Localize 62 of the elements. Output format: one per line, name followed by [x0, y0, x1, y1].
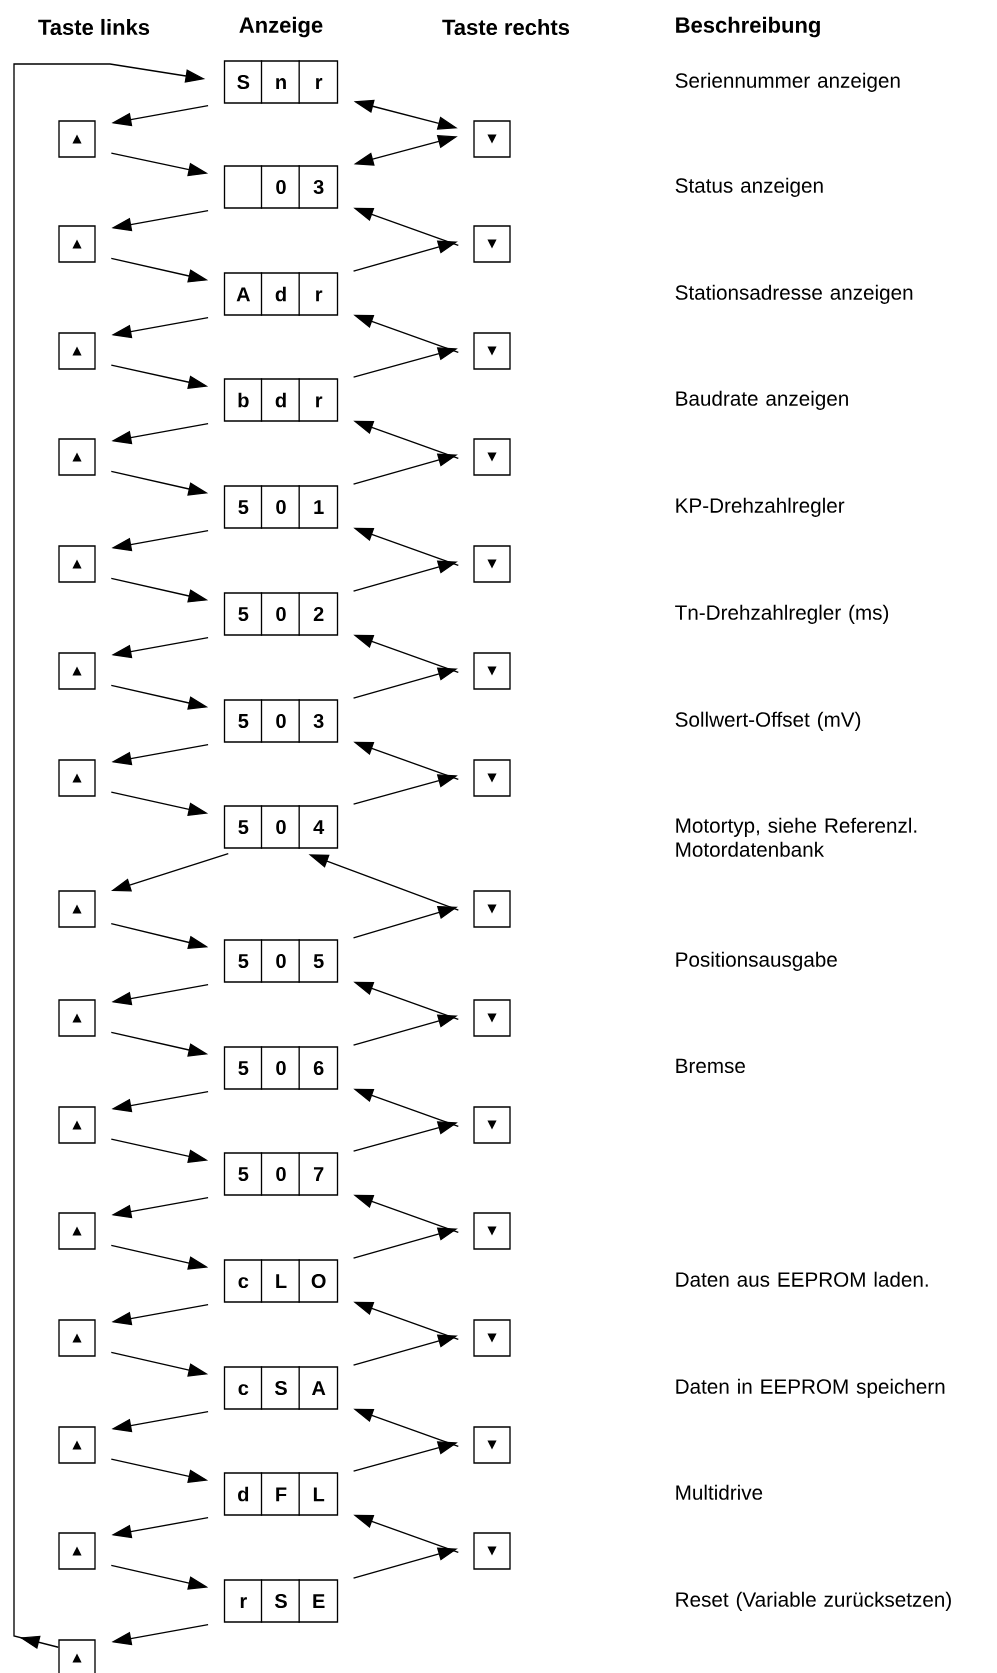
- key-button: ▼: [473, 999, 511, 1037]
- key-button: ▼: [473, 759, 511, 797]
- key-button: ▼: [473, 120, 511, 158]
- key-button: ▲: [58, 759, 96, 797]
- key-button: ▲: [58, 890, 96, 928]
- key-button: ▲: [58, 1106, 96, 1144]
- key-button: ▼: [473, 438, 511, 476]
- key-button: ▼: [473, 1426, 511, 1464]
- key-button: ▲: [58, 1212, 96, 1250]
- description: Motortyp, siehe Referenzl. Motordatenbank: [676, 817, 917, 857]
- key-button: ▲: [58, 1639, 96, 1673]
- display-box: S n r: [223, 59, 339, 105]
- display-box: c S A: [223, 1365, 339, 1411]
- display-box: 5 0 7: [223, 1151, 339, 1197]
- key-button: ▼: [473, 225, 511, 263]
- description: Daten in EEPROM speichern: [676, 1378, 945, 1398]
- description: KP-Drehzahlregler: [676, 497, 845, 517]
- display-box: 5 0 3: [223, 698, 339, 744]
- key-button: ▲: [58, 1426, 96, 1464]
- description: Seriennummer anzeigen: [675, 72, 900, 92]
- description: Tn-Drehzahlregler (ms): [675, 604, 889, 624]
- column-header: Anzeige: [239, 16, 323, 38]
- display-box: 0 3: [223, 164, 339, 210]
- display-box: 5 0 5: [223, 938, 339, 984]
- key-button: ▲: [58, 225, 96, 263]
- key-button: ▼: [473, 1319, 511, 1357]
- column-header: Beschreibung: [676, 16, 820, 38]
- key-button: ▲: [58, 1532, 96, 1570]
- column-header: Taste links: [38, 18, 150, 36]
- display-box: b d r: [223, 377, 339, 423]
- description: Multidrive: [676, 1484, 763, 1500]
- description: Reset (Variable zurücksetzen): [676, 1591, 951, 1611]
- description: Bremse: [676, 1058, 745, 1074]
- key-button: ▲: [58, 120, 96, 158]
- display-box: 5 0 6: [223, 1045, 339, 1091]
- key-button: ▼: [473, 890, 511, 928]
- key-button: ▲: [58, 545, 96, 583]
- key-button: ▲: [58, 1319, 96, 1357]
- display-box: d F L: [223, 1471, 339, 1517]
- key-button: ▼: [473, 1106, 511, 1144]
- display-box: 5 0 1: [223, 484, 339, 530]
- description: Sollwert-Offset (mV): [675, 711, 861, 731]
- key-button: ▼: [473, 545, 511, 583]
- key-button: ▲: [58, 999, 96, 1037]
- description: Baudrate anzeigen: [676, 390, 848, 410]
- key-button: ▼: [473, 1212, 511, 1250]
- description: Status anzeigen: [675, 177, 823, 197]
- display-box: A d r: [223, 271, 339, 317]
- key-button: ▼: [473, 1532, 511, 1570]
- key-button: ▲: [58, 438, 96, 476]
- description: Positionsausgabe: [676, 951, 837, 971]
- key-button: ▼: [473, 652, 511, 690]
- column-header: Taste rechts: [442, 18, 570, 36]
- description: Stationsadresse anzeigen: [675, 284, 913, 304]
- description: Daten aus EEPROM laden.: [676, 1271, 928, 1287]
- display-box: 5 0 4: [223, 804, 339, 850]
- key-button: ▲: [58, 332, 96, 370]
- display-box: r S E: [223, 1578, 339, 1624]
- key-button: ▼: [473, 332, 511, 370]
- display-box: 5 0 2: [223, 591, 339, 637]
- key-button: ▲: [58, 652, 96, 690]
- display-box: c L O: [223, 1258, 339, 1304]
